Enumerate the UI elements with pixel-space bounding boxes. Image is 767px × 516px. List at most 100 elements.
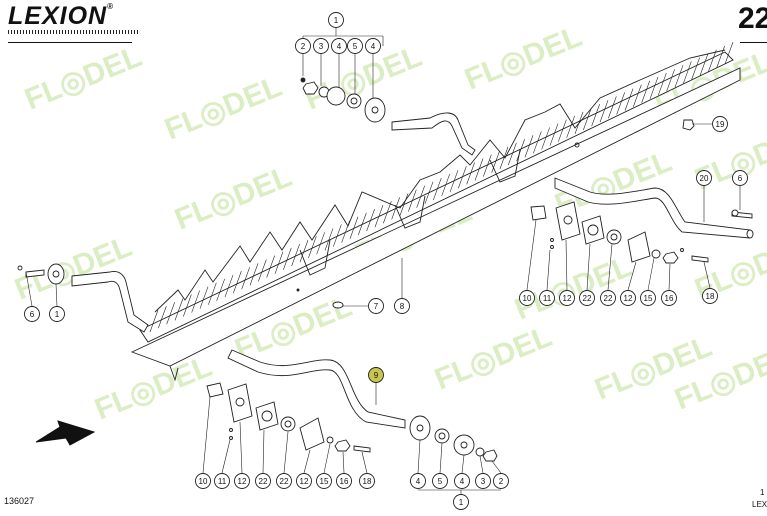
crossbar [333, 224, 342, 247]
crossbar [591, 104, 600, 127]
header-rule-left [8, 42, 132, 43]
callout-6: 6 [732, 170, 748, 186]
callout-1: 1 [49, 306, 65, 322]
washer-15 [651, 249, 661, 259]
callout-label: 10 [523, 294, 532, 303]
brand-name: LEXION [8, 2, 108, 30]
crossbar [583, 107, 592, 131]
callout-circle [336, 473, 352, 489]
sawtooth-bracket-2 [394, 195, 426, 229]
callout-label: 8 [400, 302, 405, 311]
hardware-parts [17, 77, 753, 309]
footer-corner-1: 1 [760, 488, 765, 497]
callout-20: 20 [696, 170, 712, 186]
bushing-10 [530, 205, 547, 221]
callout-label: 19 [716, 120, 725, 129]
bracket-12 [627, 231, 651, 263]
callout-2: 2 [295, 38, 311, 54]
callout-circle [359, 473, 375, 489]
crossbar [466, 162, 475, 185]
crossbar [499, 146, 509, 169]
crossbar [208, 282, 217, 305]
callout-circle [347, 38, 363, 54]
leader-line [202, 396, 211, 474]
callout-1: 1 [453, 494, 469, 510]
flange-bearing-12-hole [563, 215, 573, 225]
leader-line [703, 261, 711, 289]
leader-line [221, 439, 231, 474]
crossbar [216, 278, 225, 302]
crossbar [666, 69, 675, 92]
ladder-crossbars [149, 41, 734, 333]
leader-line [479, 455, 484, 474]
callout-3: 3 [313, 38, 329, 54]
flange-bearing-12-lower-hole [235, 397, 245, 407]
callout-label: 11 [543, 294, 552, 303]
crossbar [458, 166, 467, 189]
callout-9: 9 [368, 367, 384, 383]
beam-hole [574, 142, 580, 148]
callout-12: 12 [296, 473, 312, 489]
callout-circle [368, 298, 384, 314]
watermark-text: FL◎DEL [160, 70, 286, 147]
top-nut [302, 81, 319, 95]
callout-circle [696, 170, 712, 186]
callout-22: 22 [276, 473, 292, 489]
callout-7: 7 [368, 298, 384, 314]
swing-arm-bottom [227, 349, 406, 429]
callout-circle [410, 473, 426, 489]
callout-12: 12 [559, 290, 575, 306]
callout-label: 11 [218, 477, 227, 486]
sieve-ladder-assembly [130, 41, 741, 382]
callout-label: 18 [363, 477, 372, 486]
bearing-22-lower-inner [284, 420, 292, 428]
rod-end-right [746, 229, 754, 239]
pivot-point [296, 288, 300, 292]
brand-underline-hatch [8, 30, 140, 34]
leader-line [239, 421, 243, 474]
callout-label: 4 [416, 477, 421, 486]
callout-label: 20 [700, 174, 709, 183]
watermark-text: FL◎DEL [20, 40, 146, 117]
callout-circle [620, 290, 636, 306]
callout-circle [453, 494, 469, 510]
small-washer-a [550, 238, 554, 242]
crossbar [674, 65, 684, 88]
callout-label: 12 [624, 294, 633, 303]
leader-line [546, 249, 551, 291]
callout-6: 6 [24, 306, 40, 322]
washer-15-lower [326, 436, 334, 444]
leader-line [586, 243, 591, 291]
left-flange-hole [52, 270, 60, 278]
top-bolt [300, 77, 306, 83]
swing-arm-left [71, 271, 149, 333]
leader-line [342, 451, 345, 474]
footer-corner-2: LEX [752, 500, 767, 509]
callout-label: 16 [665, 294, 674, 303]
crossbar [491, 150, 500, 173]
callout-1: 1 [328, 12, 344, 28]
callout-label: 6 [738, 174, 743, 183]
crossbar [274, 251, 284, 274]
crossbar [241, 267, 250, 290]
direction-arrow-icon [35, 420, 96, 446]
crossbar [149, 309, 159, 333]
callout-label: 4 [371, 42, 376, 51]
callout-10: 10 [195, 473, 211, 489]
crossbar [391, 197, 400, 220]
crossbar [524, 135, 534, 158]
right-bolt-6-head [731, 209, 739, 217]
leader-line [647, 257, 655, 291]
crossbar [349, 216, 359, 239]
washer-7 [332, 301, 344, 309]
crossbar [608, 96, 617, 119]
callout-circle [661, 290, 677, 306]
top-bearing-inner [350, 97, 358, 105]
callout-circle [331, 38, 347, 54]
callout-circle [368, 367, 384, 383]
crossbar [474, 158, 484, 181]
crossbar [516, 138, 525, 162]
leader-line [361, 451, 368, 474]
bolt-18-lower [353, 445, 371, 453]
callout-circle [519, 290, 535, 306]
